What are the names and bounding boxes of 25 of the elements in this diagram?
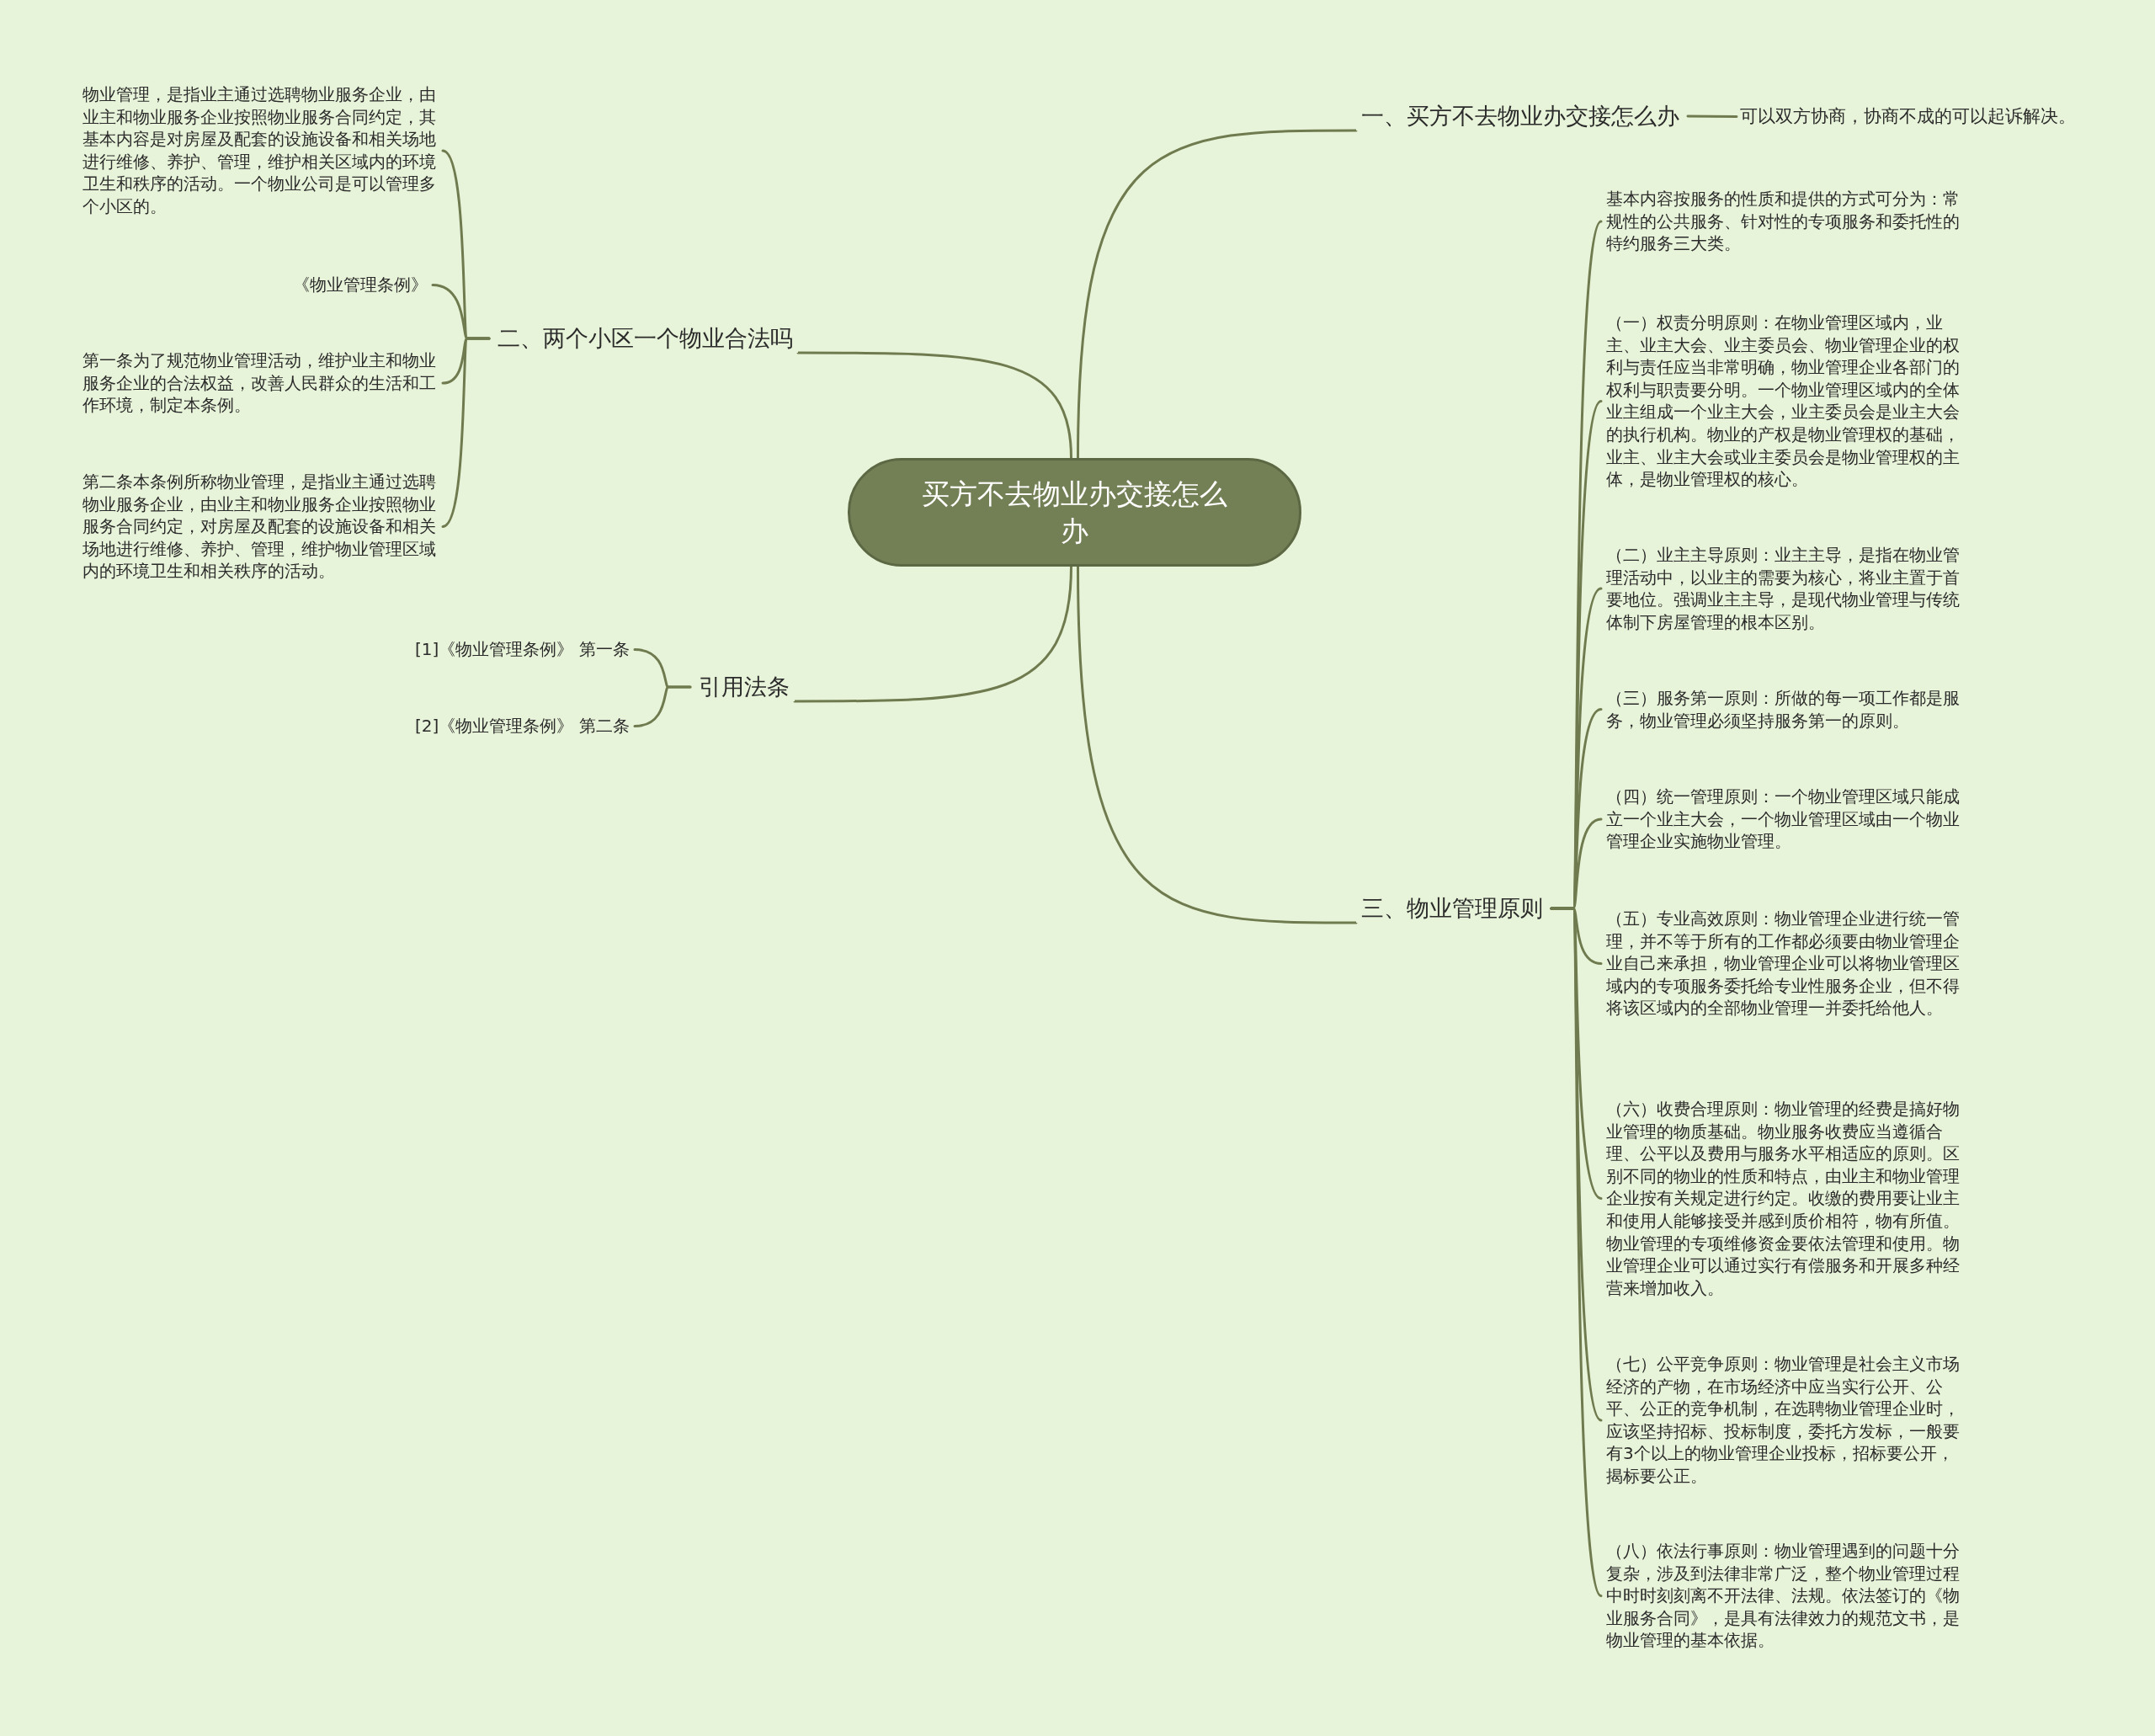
note-text: （六）收费合理原则：物业管理的经费是搞好物业管理的物质基础。物业服务收费应当遵循合理、公平以及费用与服务水平相适应的原则。区别不同的物业的性质和特点，由业主和物业管理企业按有关规定进行约定。收缴的费用要让业主和使用人能够接受并感到质价相符，物有所值。物业管理的专项维修资金要依法管理和使用。物业管理企业可以通过实行有偿服务和开展多种经营来增加收入。 (1606, 1098, 1960, 1300)
connector-line (793, 565, 1072, 703)
note-text: 物业管理，是指业主通过选聘物业服务企业，由业主和物业服务企业按照物业服务合同约定，其基本内容是对房屋及配套的设施设备和相关场地进行维修、养护、管理，维护相关区域内的环境卫生和秩序的活动。一个物业公司是可以管理多个小区的。 (82, 83, 438, 218)
note-text: 第二条本条例所称物业管理，是指业主通过选聘物业服务企业，由业主和物业服务企业按照物业服务合同约定，对房屋及配套的设施设备和相关场地进行维修、养护、管理，维护物业管理区域内的环境卫生和相关秩序的活动。 (82, 471, 438, 583)
central-topic: 买方不去物业办交接怎么办 (848, 458, 1301, 567)
note-text: （一）权责分明原则：在物业管理区域内，业主、业主大会、业主委员会、物业管理企业的权利与责任应当非常明确，物业管理企业各部门的权利与职责要分明。一个物业管理区域内的全体业主组成一个业主大会，业主委员会是业主大会的执行机构。物业的产权是物业管理权的基础，业主、业主大会或业主委员会是物业管理权的主体，是物业管理权的核心。 (1606, 312, 1960, 491)
note-text: （四）统一管理原则：一个物业管理区域只能成立一个业主大会，一个物业管理区域由一个物业管理企业实施物业管理。 (1606, 785, 1960, 853)
note-text: [2]《物业管理条例》 第二条 (415, 715, 630, 738)
connector-line (1686, 114, 1738, 118)
connector-line (796, 351, 1072, 460)
connector-line (633, 685, 692, 727)
connector-line (1550, 907, 1603, 1597)
note-text: 《物业管理条例》 (253, 274, 428, 296)
note-text: 基本内容按服务的性质和提供的方式可分为：常规性的公共服务、针对性的专项服务和委托性的特约服务三大类。 (1606, 188, 1960, 255)
connector-line (441, 337, 491, 528)
note-text: （八）依法行事原则：物业管理遇到的问题十分复杂，涉及到法律非常广泛，整个物业管理过程中时时刻刻离不开法律、法规。依法签订的《物业服务合同》，是具有法律效力的规范文书，是物业管理的基本依据。 (1606, 1540, 1960, 1652)
note-text: （三）服务第一原则：所做的每一项工作都是服务，物业管理必须坚持服务第一的原则。 (1606, 687, 1960, 732)
note-text: （五）专业高效原则：物业管理企业进行统一管理，并不等于所有的工作都必须要由物业管理企业自己来承担，物业管理企业可以将物业管理区域内的专项服务委托给专业性服务企业，但不得将该区域内的全部物业管理一并委托给他人。 (1606, 908, 1960, 1020)
connector-line (1077, 129, 1358, 460)
note-text: [1]《物业管理条例》 第一条 (415, 638, 630, 661)
connector-line (1077, 565, 1358, 924)
note-text: 第一条为了规范物业管理活动，维护业主和物业服务企业的合法权益，改善人民群众的生活和工作环境，制定本条例。 (82, 349, 438, 417)
note-text: （七）公平竞争原则：物业管理是社会主义市场经济的产物，在市场经济中应当实行公开、公平、公正的竞争机制，在选聘物业管理企业时，应该坚持招标、投标制度，委托方发标，一般要有3个以上的物业管理企业投标，招标要公开，揭标要公正。 (1606, 1353, 1960, 1488)
note-text: 可以双方协商，协商不成的可以起诉解决。 (1740, 105, 2076, 128)
note-text: （二）业主主导原则：业主主导，是指在物业管理活动中，以业主的需要为核心，将业主置于首要地位。强调业主主导，是现代物业管理与传统体制下房屋管理的根本区别。 (1606, 544, 1960, 634)
